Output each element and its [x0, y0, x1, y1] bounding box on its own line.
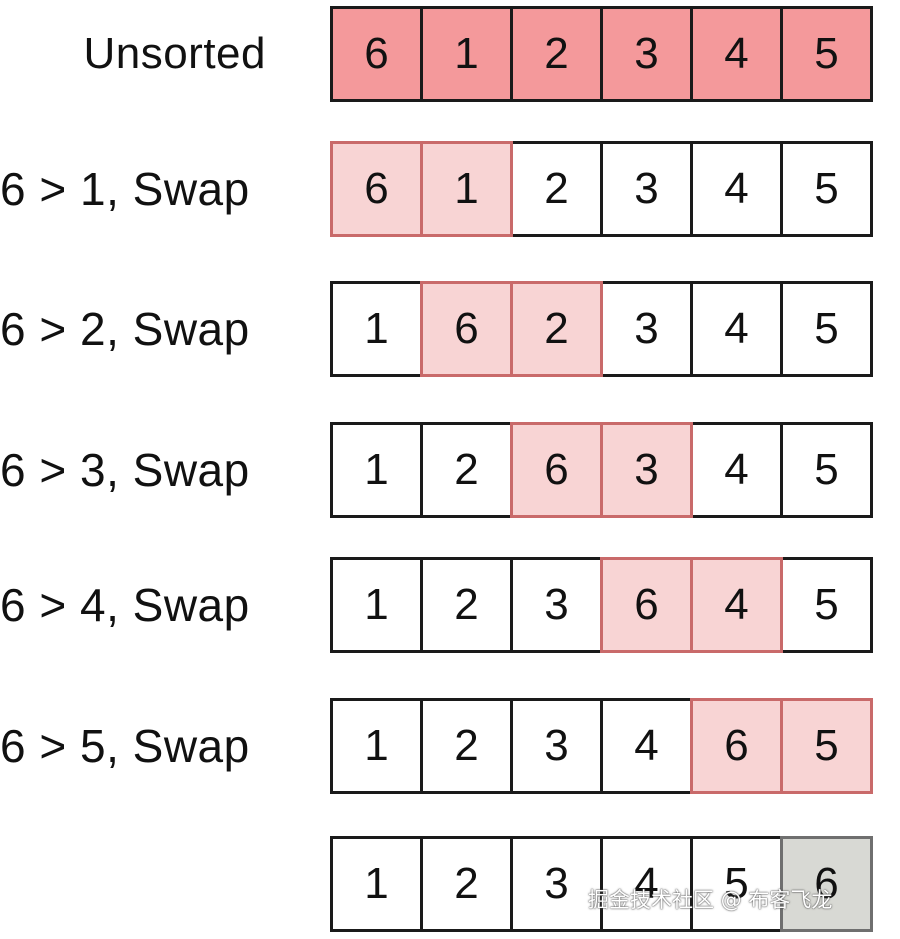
step-label: [0, 836, 322, 932]
step-label: 6 > 4, Swap: [0, 579, 250, 631]
array-cell: 6: [330, 6, 423, 102]
array-cell: 1: [330, 281, 423, 377]
array-cell: 1: [420, 6, 513, 102]
array-cell: 1: [330, 698, 423, 794]
array-cell-swapped: 3: [600, 422, 693, 518]
array-cell: 4: [690, 281, 783, 377]
array-cell-swapped: 6: [690, 698, 783, 794]
array-cells: 6 1 2 3 4 5: [330, 141, 873, 237]
step-row-unsorted: Unsorted 6 1 2 3 4 5: [0, 6, 900, 102]
array-cell: 3: [600, 141, 693, 237]
array-cell: 5: [780, 422, 873, 518]
array-cell: 3: [510, 698, 603, 794]
array-cell: 2: [420, 557, 513, 653]
array-cell: 1: [330, 422, 423, 518]
watermark-text: 掘金技术社区 @ 布客飞龙: [588, 888, 833, 912]
array-cell: 5: [780, 141, 873, 237]
array-cell-swapped: 6: [330, 141, 423, 237]
array-cell: 4: [600, 836, 693, 932]
array-cell: 1: [330, 836, 423, 932]
array-cell-swapped: 6: [600, 557, 693, 653]
step-label: 6 > 1, Swap: [0, 163, 250, 215]
array-cells: 1 2 3 6 4 5: [330, 557, 873, 653]
array-cell: 2: [420, 836, 513, 932]
array-cell-swapped: 6: [510, 422, 603, 518]
array-cell: 5: [780, 6, 873, 102]
array-cell: 5: [780, 557, 873, 653]
array-cells: 1 2 6 3 4 5: [330, 422, 873, 518]
array-cell: 5: [690, 836, 783, 932]
array-cell-swapped: 6: [420, 281, 513, 377]
array-cell: 3: [600, 6, 693, 102]
array-cell-sorted: 6: [780, 836, 873, 932]
array-cell: 4: [690, 141, 783, 237]
array-cell: 2: [510, 6, 603, 102]
array-cell: 2: [420, 422, 513, 518]
array-cells: 1 6 2 3 4 5: [330, 281, 873, 377]
step-label: 6 > 2, Swap: [0, 303, 250, 355]
array-cell-swapped: 2: [510, 281, 603, 377]
step-label: 6 > 5, Swap: [0, 720, 250, 772]
step-row-swap-4: 6 > 4, Swap 1 2 3 6 4 5: [0, 557, 900, 653]
step-label: Unsorted: [83, 29, 266, 78]
array-cell: 2: [510, 141, 603, 237]
array-cells: 1 2 3 4 5 6: [330, 836, 873, 932]
array-cell: 4: [690, 6, 783, 102]
array-cell: 5: [780, 281, 873, 377]
array-cells: 6 1 2 3 4 5: [330, 6, 873, 102]
step-row-swap-5: 6 > 5, Swap 1 2 3 4 6 5: [0, 698, 900, 794]
step-row-result: 1 2 3 4 5 6: [0, 836, 900, 932]
array-cell: 3: [510, 557, 603, 653]
array-cell: 4: [690, 422, 783, 518]
step-row-swap-1: 6 > 1, Swap 6 1 2 3 4 5: [0, 141, 900, 237]
array-cell-swapped: 5: [780, 698, 873, 794]
array-cell: 4: [600, 698, 693, 794]
array-cell-swapped: 4: [690, 557, 783, 653]
array-cell: 2: [420, 698, 513, 794]
step-row-swap-2: 6 > 2, Swap 1 6 2 3 4 5: [0, 281, 900, 377]
array-cell-swapped: 1: [420, 141, 513, 237]
array-cell: 1: [330, 557, 423, 653]
step-label: 6 > 3, Swap: [0, 444, 250, 496]
array-cell: 3: [600, 281, 693, 377]
array-cells: 1 2 3 4 6 5: [330, 698, 873, 794]
step-row-swap-3: 6 > 3, Swap 1 2 6 3 4 5: [0, 422, 900, 518]
